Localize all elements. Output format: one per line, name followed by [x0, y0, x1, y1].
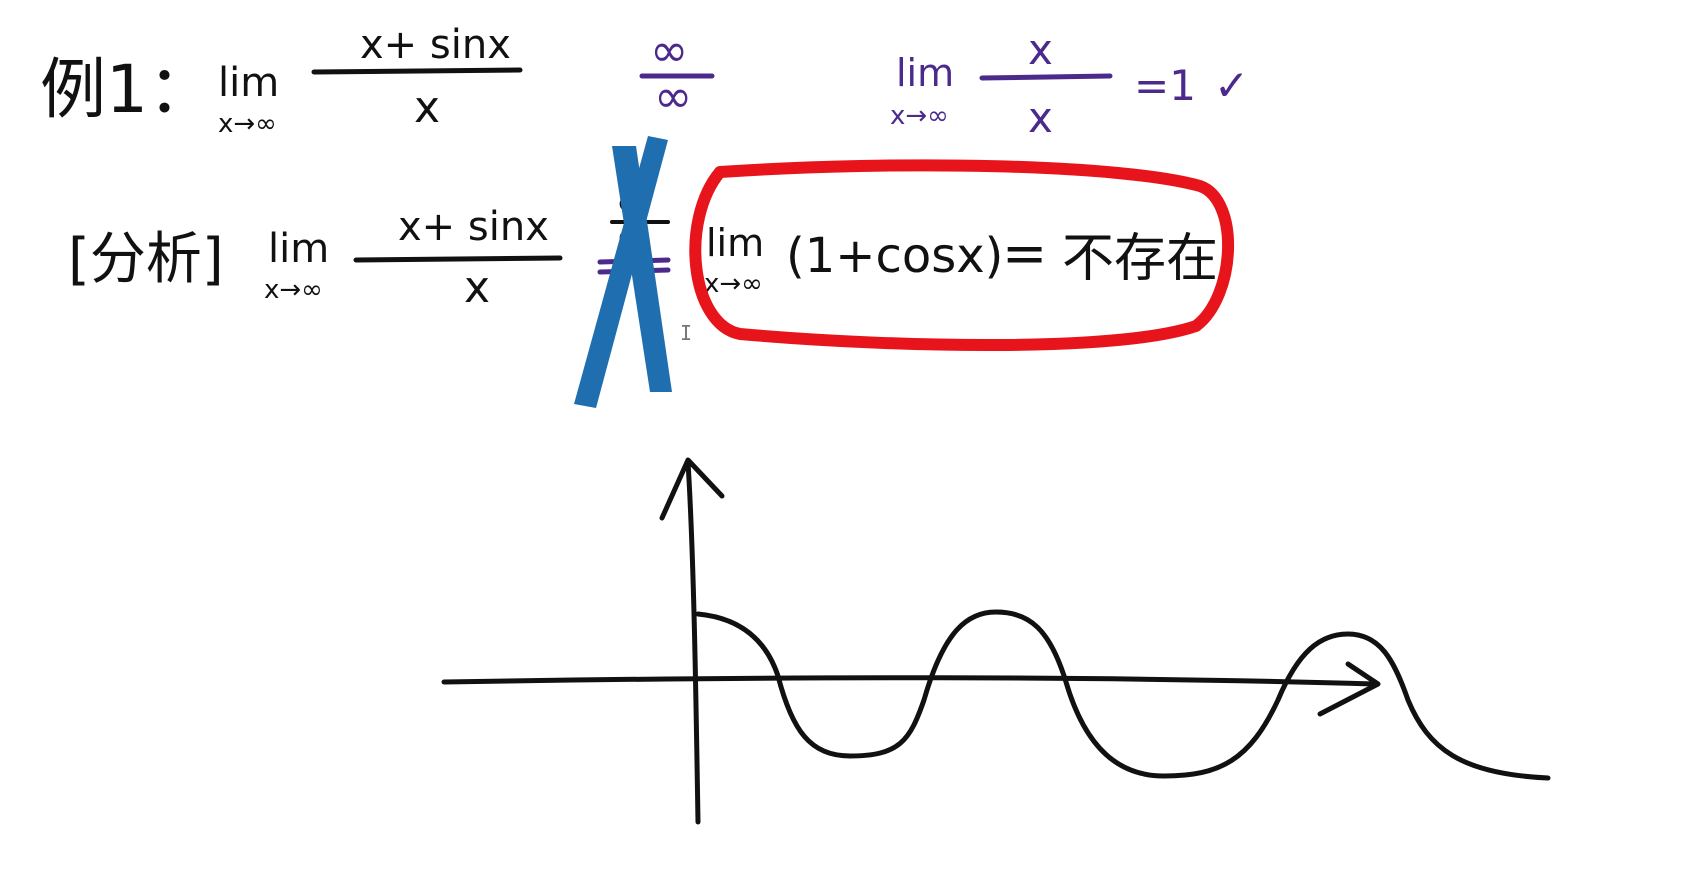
analysis-label: [分析] [68, 227, 224, 292]
graph-x-axis [441, 675, 1377, 687]
graph-x-axis-arrow [1317, 661, 1381, 717]
analysis-numerator: x+ sinx [398, 204, 549, 250]
analysis-denominator: x [464, 262, 490, 313]
result-lim: lim [706, 221, 764, 265]
example-form-top: ∞ [650, 23, 688, 77]
result-lim-sub: x→∞ [704, 269, 763, 299]
example-fraction-bar [311, 67, 523, 75]
analysis-lim-sub: x→∞ [264, 275, 323, 305]
side-lim-sub: x→∞ [890, 101, 949, 131]
example-form-bottom: ∞ [654, 69, 692, 123]
side-numerator: x [1028, 25, 1053, 74]
result-value: 不存在. [1062, 229, 1235, 289]
analysis-lim: lim [268, 226, 329, 272]
result-equals: = [1002, 222, 1047, 285]
blue-cross-stroke-2 [574, 136, 668, 408]
example-numerator: x+ sinx [360, 22, 511, 68]
side-check-icon: ✓ [1214, 61, 1249, 110]
red-highlight-circle [689, 159, 1234, 352]
side-result: =1 [1134, 61, 1196, 110]
example-label: 例1： [40, 51, 214, 128]
example-lim: lim [218, 60, 279, 106]
blue-cross-stroke-1 [612, 146, 672, 392]
graph-y-axis-arrow [659, 457, 725, 521]
example-denominator: x [414, 82, 440, 133]
side-fraction-bar [979, 73, 1113, 81]
side-lim: lim [896, 51, 954, 95]
text-cursor-icon: I [680, 321, 692, 345]
result-expression: (1+cosx) [786, 228, 1003, 284]
graph-y-axis [685, 459, 701, 825]
analysis-fraction-bar [353, 255, 563, 263]
side-denominator: x [1028, 93, 1053, 142]
example-lim-sub: x→∞ [218, 109, 277, 139]
graph-wave-curve [695, 609, 1551, 781]
